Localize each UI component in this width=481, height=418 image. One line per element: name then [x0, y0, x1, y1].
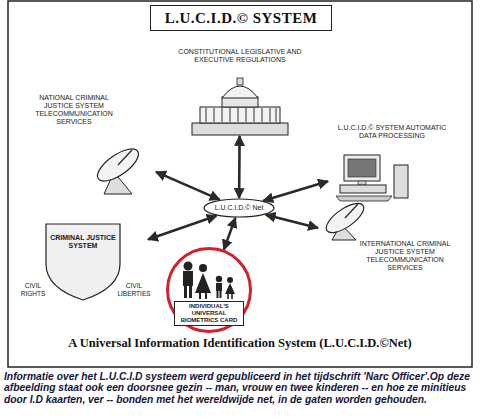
child-head — [227, 277, 233, 283]
computer-base — [340, 185, 386, 193]
woman-dress — [195, 273, 211, 293]
node-text: CIVIL LIBERTIES — [114, 282, 154, 297]
connector-arrow — [156, 172, 220, 200]
justice-shield: CRIMINAL JUSTICE SYSTEMCIVIL RIGHTSCIVIL… — [18, 222, 148, 302]
capitol-columns — [206, 108, 276, 122]
child-body — [216, 283, 222, 291]
international-node: INTERNATIONAL CRIMINAL JUSTICE SYSTEM TE… — [318, 200, 454, 290]
capitol-node: CONSTITUTIONAL LEGISLATIVE AND EXECUTIVE… — [178, 46, 302, 136]
satellite-dish — [93, 143, 144, 187]
node-text: CIVIL RIGHTS — [18, 282, 48, 297]
connector-arrow — [263, 181, 328, 201]
outer-frame — [8, 1, 472, 367]
child-leg — [220, 291, 222, 298]
woman-head — [199, 264, 207, 272]
net-ellipse-outline — [204, 199, 274, 217]
node-text: NATIONAL CRIMINAL JUSTICE SYSTEM TELECOM… — [28, 94, 120, 126]
connector-arrow — [224, 218, 236, 250]
capitol-lantern — [237, 78, 243, 85]
child-legs — [228, 294, 232, 299]
connector-arrow — [266, 215, 318, 228]
national-node: NATIONAL CRIMINAL JUSTICE SYSTEM TELECOM… — [28, 92, 156, 196]
child-leg — [217, 291, 219, 298]
capitol-base — [192, 123, 288, 135]
computer-keyboard — [336, 196, 392, 201]
caption-text: Informatie over het L.U.C.I.D systeem we… — [4, 371, 478, 405]
shield-outline — [46, 224, 120, 300]
footer-label: A Universal Information Identification S… — [10, 336, 470, 351]
data-processing-node: L.U.C.I.D.© SYSTEM AUTOMATIC DATA PROCES… — [328, 122, 456, 202]
woman-legs — [200, 293, 206, 299]
computer-monitor — [344, 155, 380, 181]
node-text: INDIVIDUAL'S UNIVERSAL BIOMETRICS CARD — [174, 301, 244, 326]
node-text: CRIMINAL JUSTICE SYSTEM — [50, 234, 116, 250]
net-ellipse: L.U.C.I.D.© Net — [203, 198, 275, 218]
monitor-neck — [358, 181, 366, 185]
computer-tower — [394, 165, 408, 198]
connector-arrow — [148, 216, 217, 240]
man-head — [184, 262, 193, 271]
highlight-circle — [168, 249, 251, 332]
biometrics-circle: INDIVIDUAL'S UNIVERSAL BIOMETRICS CARD — [166, 247, 252, 333]
man-leg — [184, 286, 187, 298]
title-text: L.U.C.I.D.© SYSTEM — [165, 10, 318, 27]
satellite-dish — [322, 198, 368, 238]
computer-screen — [348, 159, 376, 177]
node-text: L.U.C.I.D.© SYSTEM AUTOMATIC DATA PROCES… — [328, 124, 456, 140]
title-box: L.U.C.I.D.© SYSTEM — [150, 5, 332, 31]
dish-feed — [345, 204, 358, 218]
man-body — [183, 271, 193, 286]
connector-arrow — [238, 136, 241, 198]
dish-feed — [118, 150, 132, 165]
capitol-body — [200, 107, 280, 123]
child-dress — [225, 283, 235, 294]
node-text: INTERNATIONAL CRIMINAL JUSTICE SYSTEM TE… — [356, 240, 454, 272]
node-text: L.U.C.I.D.© Net — [203, 204, 275, 212]
node-text: CONSTITUTIONAL LEGISLATIVE AND EXECUTIVE… — [178, 48, 302, 64]
child-head — [216, 276, 222, 282]
man-leg — [189, 286, 192, 298]
capitol-dome — [222, 86, 258, 98]
